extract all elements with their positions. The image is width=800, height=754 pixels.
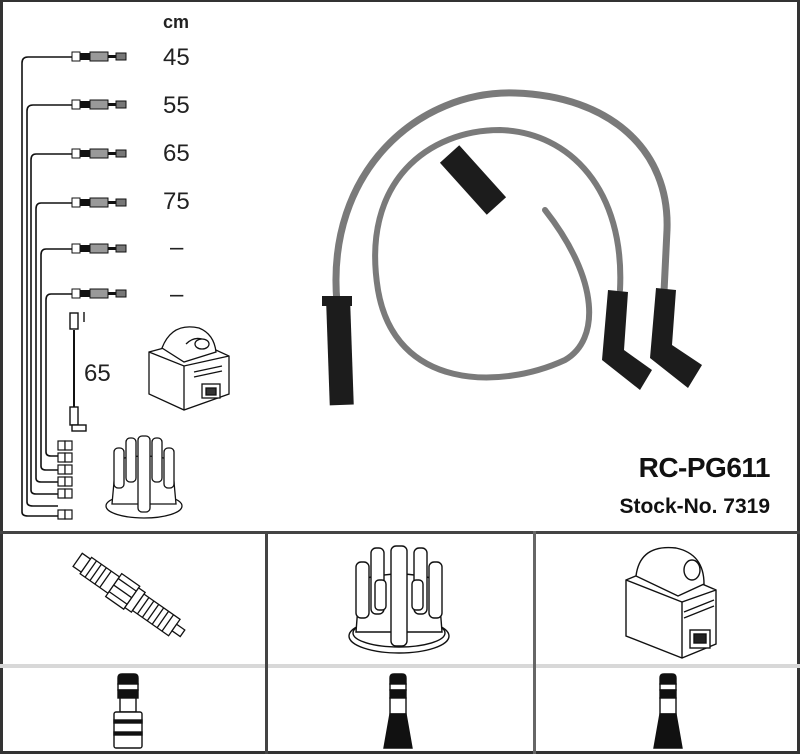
coil-lead <box>69 312 87 432</box>
length-label: 55 <box>163 92 190 119</box>
long-cable <box>332 89 671 307</box>
straight-boot <box>439 145 507 215</box>
section-divider <box>0 531 800 534</box>
angled-boot <box>602 290 652 390</box>
cable-boots <box>322 145 702 406</box>
ignition-coil-icon <box>148 326 230 411</box>
coil-connector-icon <box>653 673 683 749</box>
angled-boot <box>650 288 702 388</box>
length-label: – <box>170 281 184 308</box>
unit-label: cm <box>163 12 190 32</box>
ignition-coil-icon <box>625 546 717 659</box>
cable-route <box>21 56 72 517</box>
distributor-cap-icon <box>348 545 450 654</box>
spark-plug-connector-icon <box>113 673 143 749</box>
connector-strips <box>71 51 127 299</box>
product-code: RC-PG611 <box>638 452 771 483</box>
column-divider <box>533 531 536 754</box>
column-divider <box>265 531 268 754</box>
cable-route <box>35 202 72 483</box>
straight-boot <box>326 304 354 406</box>
length-label: 45 <box>163 44 190 71</box>
row-divider <box>0 664 800 668</box>
length-label: 65 <box>163 140 190 167</box>
straight-boot <box>322 296 352 306</box>
stock-number: Stock-No. 7319 <box>619 495 770 518</box>
cable-route <box>30 153 72 495</box>
cable-schematic <box>21 51 127 520</box>
length-label: 75 <box>163 188 190 215</box>
spark-plug-icon <box>72 552 186 638</box>
distributor-connector-icon <box>383 673 413 749</box>
cable-route <box>40 248 72 471</box>
loop-cable <box>372 126 624 381</box>
length-label: – <box>170 234 184 261</box>
ignition-cable-set-illustration <box>322 89 702 406</box>
distributor-cap-icon <box>105 435 183 519</box>
cable-route <box>45 293 72 457</box>
cable-route <box>26 104 72 507</box>
coil-lead-length-label: 65 <box>84 360 111 387</box>
terminal-blocks <box>57 440 73 520</box>
